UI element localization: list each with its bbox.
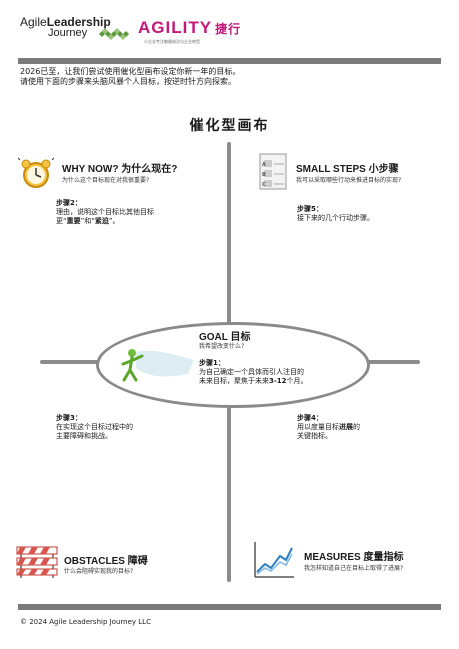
step-3-line-2: 主要障碍和挑战。: [56, 432, 112, 440]
step-1-label: 步骤1：: [199, 359, 225, 367]
step-1-emphasis-months: 3-12: [269, 377, 287, 385]
intro-text: 2026已至，让我们尝试使用催化型画布设定你新一年的目标。 请使用下面的步骤来头…: [20, 67, 240, 87]
logo-tagline: 小企业专注敏捷成功与企业转型: [144, 39, 200, 44]
logo-text-agility: AGILITY: [138, 18, 213, 37]
step-4-line-2: 关键指标。: [297, 432, 332, 440]
step-1-text: 步骤1： 为自己确定一个具体而引人注目的 未来目标，聚焦于未来3-12个月。: [199, 359, 308, 386]
step-5-label: 步骤5：: [297, 205, 323, 213]
obstacles-heading: OBSTACLES 障碍: [64, 556, 148, 567]
step-2-emphasis-urgent: 紧迫: [94, 217, 109, 225]
why-now-heading: WHY NOW? 为什么现在?: [62, 164, 178, 175]
small-steps-heading: SMALL STEPS 小步骤: [296, 164, 399, 175]
logo-text-journey: Journey: [48, 27, 88, 39]
top-divider: [18, 58, 441, 64]
step-3-text: 步骤3： 在实现这个目标过程中的 主要障碍和挑战。: [56, 414, 133, 441]
growth-chart-icon: [254, 542, 294, 578]
bottom-divider: [18, 604, 441, 610]
step-5-line-1: 接下来的几个行动步骤。: [297, 214, 374, 222]
intro-line-1: 2026已至，让我们尝试使用催化型画布设定你新一年的目标。: [20, 67, 241, 76]
step-2-text-e: ”。: [108, 217, 120, 225]
step-1-line-1: 为自己确定一个具体而引人注目的: [199, 368, 304, 376]
step-4-label: 步骤4：: [297, 414, 323, 422]
step-5-text: 步骤5： 接下来的几个行动步骤。: [297, 205, 374, 223]
step-4-text: 步骤4： 用以度量目标进展的 关键指标。: [297, 414, 360, 441]
step-3-line-1: 在实现这个目标过程中的: [56, 423, 133, 431]
checklist-icon: [259, 153, 287, 190]
small-steps-subtitle: 我可以采取哪些行动来推进目标的实现?: [296, 177, 402, 184]
canvas-title: 催化型画布: [189, 118, 270, 134]
step-2-text-c: ”和“: [80, 217, 95, 225]
why-now-subtitle: 为什么这个目标现在对我很重要?: [62, 177, 150, 184]
barrier-icon: [16, 546, 58, 578]
step-4-text-c: 的: [353, 423, 360, 431]
logo-text-cn: 捷行: [215, 22, 242, 36]
step-2-label: 步骤2：: [56, 199, 82, 207]
step-2-text: 步骤2： 理由，说明这个目标比其他目标 更“重要”和“紧迫”。: [56, 199, 154, 226]
measures-heading: MEASURES 度量指标: [304, 552, 404, 563]
logo-text-leadership: Leadership: [46, 15, 111, 29]
goal-subtitle: 我希望改变什么?: [199, 343, 245, 350]
step-2-emphasis-important: 重要: [66, 217, 81, 225]
logo-text-agile: Agile: [20, 15, 47, 29]
step-4-emphasis-progress: 进展: [339, 423, 353, 431]
step-1-text-a: 未来目标，聚焦于未来: [199, 377, 269, 385]
agile-leadership-journey-logo: AgileLeadership Journey: [20, 15, 111, 39]
goal-heading: GOAL 目标: [199, 332, 251, 343]
copyright-footer: © 2024 Agile Leadership Journey LLC: [20, 618, 151, 626]
checklist-letter-b: B: [262, 172, 266, 178]
alarm-clock-icon: [18, 157, 54, 188]
logo-diamonds-icon: [99, 28, 129, 40]
step-1-text-c: 个月。: [286, 377, 308, 385]
measures-subtitle: 我怎样知道自己在目标上取得了进展?: [304, 565, 404, 572]
intro-line-2: 请使用下面的步骤来头脑风暴个人目标，按逆时针方向探索。: [20, 77, 236, 86]
step-3-label: 步骤3：: [56, 414, 82, 422]
runner-icon: [121, 349, 194, 382]
step-4-text-a: 用以度量目标: [297, 423, 339, 431]
step-2-line-1: 理由，说明这个目标比其他目标: [56, 208, 154, 216]
obstacles-subtitle: 什么会阻碍实现我的目标?: [64, 568, 134, 575]
checklist-letter-c: C: [262, 182, 266, 188]
checklist-letter-a: A: [262, 162, 266, 168]
step-2-text-a: 更“: [56, 217, 67, 225]
